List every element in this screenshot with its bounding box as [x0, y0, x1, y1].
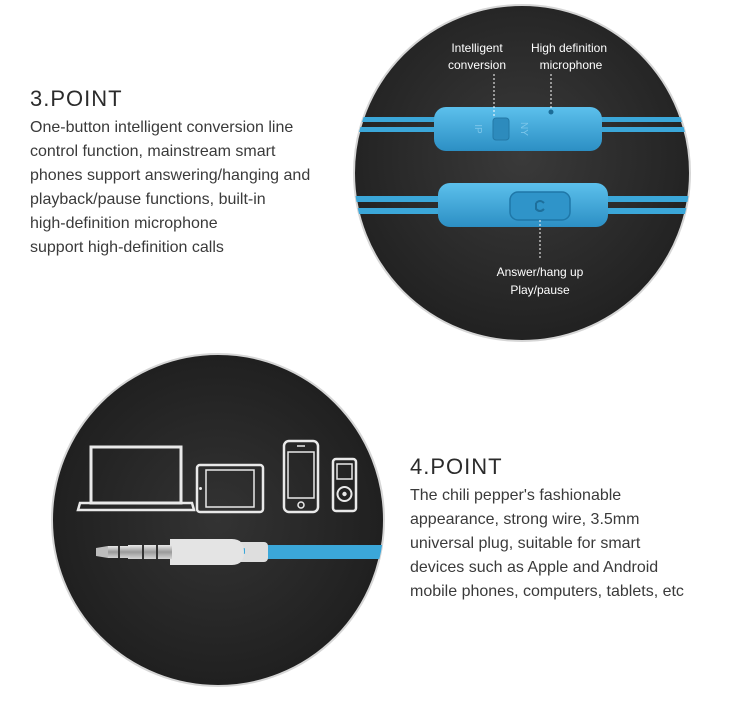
phone-icon [535, 200, 545, 212]
point3-line: high-definition microphone [30, 215, 218, 232]
point3-line: playback/pause functions, built-in [30, 191, 266, 208]
point3-line: phones support answering/hanging and [30, 167, 311, 184]
callout-play: Play/pause [510, 283, 570, 297]
tablet-icon [195, 463, 265, 514]
point4-description: The chili pepper's fashionable appearanc… [410, 484, 684, 604]
cable [260, 545, 384, 559]
remote-control-circle: Intelligent conversion High definition m… [353, 4, 691, 342]
headphone-plug [96, 539, 384, 565]
point4-line: mobile phones, computers, tablets, etc [410, 583, 684, 600]
smartphone-icon [282, 439, 320, 514]
point4-line: appearance, strong wire, 3.5mm [410, 511, 640, 528]
callout-conversion: conversion [448, 58, 506, 72]
music-player-icon [331, 457, 358, 513]
point3-title: 3.POINT [30, 86, 123, 111]
callout-microphone: microphone [540, 58, 603, 72]
point4-title: 4.POINT [410, 454, 503, 479]
microphone-hole-icon [548, 109, 554, 115]
point3-line: One-button intelligent conversion line [30, 119, 294, 136]
callout-intelligent: Intelligent [451, 41, 503, 55]
call-button [509, 191, 571, 221]
callout-answer: Answer/hang up [497, 265, 584, 279]
devices-circle [51, 353, 385, 687]
point3-line: support high-definition calls [30, 239, 224, 256]
point4-line: The chili pepper's fashionable [410, 487, 622, 504]
point4-line: universal plug, suitable for smart [410, 535, 641, 552]
point3-description: One-button intelligent conversion line c… [30, 116, 310, 260]
switch-mark-left: IP [472, 124, 483, 134]
remote-switch-body [434, 107, 602, 151]
point4-line: devices such as Apple and Android [410, 559, 659, 576]
laptop-icon [76, 445, 196, 512]
switch-mark-right: NY [518, 122, 529, 136]
callout-hd: High definition [531, 41, 607, 55]
point3-line: control function, mainstream smart [30, 143, 276, 160]
switch-icon [492, 117, 510, 141]
